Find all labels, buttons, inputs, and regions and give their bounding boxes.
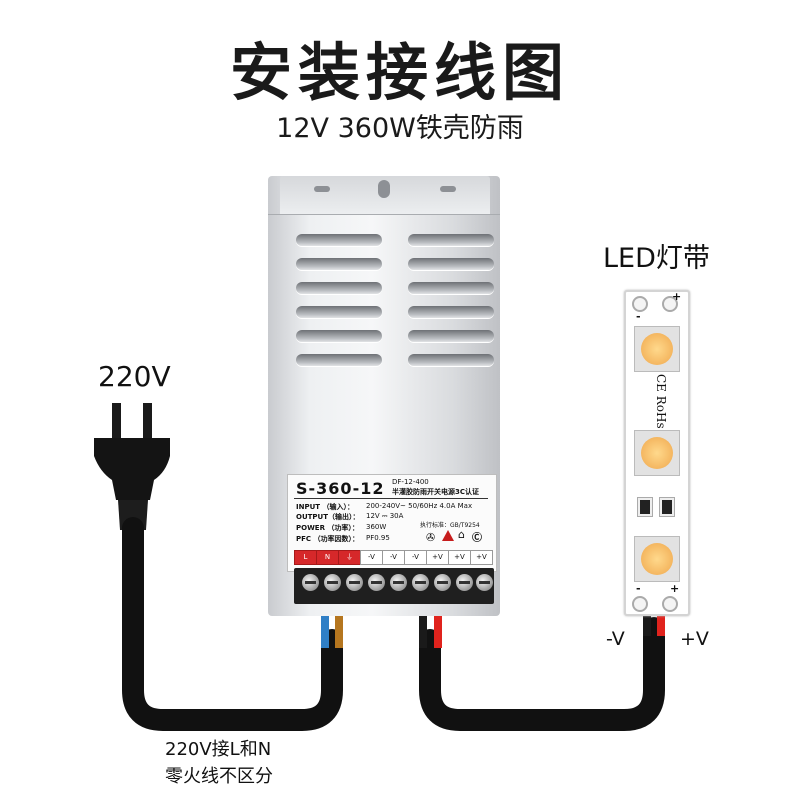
vent-slot [296,282,382,294]
pad-symbol-minus-bottom: - [636,582,641,595]
solder-pad-top-left [632,296,648,312]
terminal-label-l: L [294,550,317,565]
vent-slot [408,306,494,318]
input-voltage-label: 220V [98,360,171,393]
mount-slot-left [314,186,330,192]
terminal-screw [302,574,319,591]
resistor [659,497,675,517]
power-plug-icon [94,403,170,530]
terminal-label-n: N [316,550,339,565]
terminal-screw [346,574,363,591]
nameplate-code: DF-12-400 [392,478,429,486]
solder-pad-bottom-left [632,596,648,612]
fan-icon: ✇ [426,531,436,544]
plug-pin-left [112,403,121,439]
mount-hole-center [378,180,390,198]
vent-slot [296,234,382,246]
ac-cable [122,517,343,731]
power-supply-mount-flange [280,176,490,214]
terminal-label-minus-3: -V [404,550,427,565]
nameplate-divider [294,498,488,499]
nameplate-model: S-360-12 [296,479,385,498]
vent-slot [296,258,382,270]
nameplate-row-pfc: PFC （功率因数）：PF0.95 [296,534,390,543]
resistor [637,497,653,517]
terminal-screw [390,574,407,591]
ccc-mark-icon: Ⓒ [472,533,482,544]
led-strip-label: LED灯带 [603,243,710,274]
pad-symbol-minus-top: - [636,310,641,323]
nameplate: S-360-12 DF-12-400 半灌胶防雨开关电源3C认证 INPUT （… [287,474,497,572]
plug-pin-right [143,403,152,439]
plus-terminal-label: +V [680,628,709,650]
terminal-label-plus-2: +V [448,550,471,565]
terminal-screw [434,574,451,591]
dc-cable [419,617,665,731]
diagram-subtitle: 12V 360W铁壳防雨 [276,113,524,144]
wiring-note-line-2: 零火线不区分 [165,766,273,787]
strip-marking: CE RoHs [654,374,668,429]
mount-slot-right [440,186,456,192]
vent-slot [408,354,494,366]
pad-symbol-plus-top: + [672,290,682,303]
solder-pad-top-right [662,296,678,312]
nameplate-description: 半灌胶防雨开关电源3C认证 [392,488,480,496]
terminal-label-plus-3: +V [470,550,493,565]
vent-slot [296,306,382,318]
led-chip [634,430,680,476]
nameplate-standard: 执行标准：GB/T9254 [420,522,480,529]
solder-pad-bottom-right [662,596,678,612]
terminal-screw [456,574,473,591]
wiring-note-line-1: 220V接L和N [165,739,272,760]
vent-slot [408,330,494,342]
vent-slot [408,258,494,270]
vent-slot [408,282,494,294]
nameplate-row-input: INPUT （输入）：200-240V~ 50/60Hz 4.0A Max [296,502,473,511]
nameplate-row-output: OUTPUT（输出）：12V ⎓ 30A [296,512,404,521]
terminal-label-minus-1: -V [360,550,383,565]
warning-icon [442,530,454,541]
diagram-title: 安装接线图 [229,36,570,109]
led-chip [634,536,680,582]
terminal-screw [476,574,493,591]
terminal-screw [368,574,385,591]
terminal-label-ground: ⏚ [338,550,361,565]
terminal-block [294,568,494,604]
pad-symbol-plus-bottom: + [670,582,680,595]
terminal-screw [324,574,341,591]
vent-slot [296,330,382,342]
terminal-label-plus-1: +V [426,550,449,565]
terminal-screw [412,574,429,591]
minus-terminal-label: -V [606,628,625,650]
led-strip: - + CE RoHs - + [624,290,690,616]
indoor-use-icon: ⌂ [458,528,465,541]
nameplate-row-power: POWER （功率）：360W [296,523,387,532]
led-chip [634,326,680,372]
plug-head [94,438,170,500]
vent-slot [408,234,494,246]
terminal-label-minus-2: -V [382,550,405,565]
vent-slot [296,354,382,366]
flange-divider [268,214,500,215]
